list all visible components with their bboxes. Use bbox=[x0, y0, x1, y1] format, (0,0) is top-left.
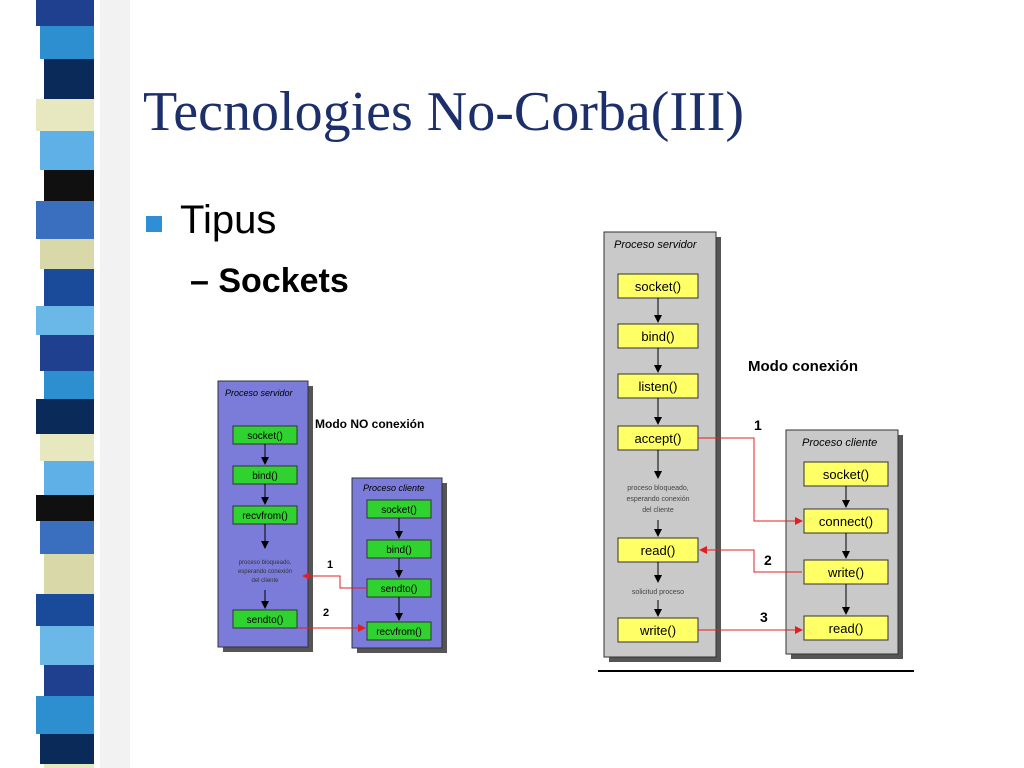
client-step-bind: bind() bbox=[366, 539, 432, 559]
client-step-recvfrom: recvfrom() bbox=[366, 621, 432, 641]
svg-text:bind(): bind() bbox=[386, 545, 412, 556]
mode-heading: Modo NO conexión bbox=[315, 417, 424, 431]
decorative-stripe bbox=[36, 0, 130, 768]
client-step-sendto: sendto() bbox=[366, 578, 432, 598]
svg-text:esperando conexión: esperando conexión bbox=[238, 569, 292, 575]
bullet-sockets: – Sockets bbox=[190, 262, 349, 300]
message-arrows bbox=[297, 572, 367, 632]
svg-text:sendto(): sendto() bbox=[381, 584, 418, 595]
client-step-socket: socket() bbox=[803, 461, 889, 487]
arrow-label-1: 1 bbox=[327, 559, 333, 571]
client-step-socket: socket() bbox=[366, 499, 432, 519]
mode-heading: Modo conexión bbox=[748, 358, 858, 375]
client-label: Proceso cliente bbox=[802, 437, 877, 449]
svg-text:proceso bloqueado,: proceso bloqueado, bbox=[627, 485, 689, 492]
server-step-bind: bind() bbox=[617, 323, 699, 349]
svg-text:del cliente: del cliente bbox=[251, 578, 279, 584]
server-step-read: read() bbox=[617, 537, 699, 563]
svg-text:esperando conexión: esperando conexión bbox=[626, 496, 689, 503]
message-arrows bbox=[698, 437, 803, 634]
server-step-accept: accept() bbox=[617, 425, 699, 451]
diagram-connection: Proceso servidor Proceso cliente Modo co… bbox=[598, 231, 914, 672]
server-step-write: write() bbox=[617, 617, 699, 643]
server-step-sendto: sendto() bbox=[232, 609, 298, 629]
client-step-connect: connect() bbox=[803, 508, 889, 534]
flow-arrows bbox=[654, 298, 850, 617]
client-step-read: read() bbox=[803, 615, 889, 641]
arrow-label-2: 2 bbox=[323, 607, 329, 619]
svg-text:socket(): socket() bbox=[823, 467, 869, 482]
slide-title: Tecnologies No-Corba(III) bbox=[143, 81, 744, 143]
server-step-socket: socket() bbox=[617, 273, 699, 299]
svg-text:write(): write() bbox=[827, 565, 864, 580]
svg-text:bind(): bind() bbox=[252, 471, 278, 482]
svg-text:bind(): bind() bbox=[641, 329, 674, 344]
bullet-tipus: Tipus bbox=[180, 198, 277, 242]
svg-text:socket(): socket() bbox=[635, 279, 681, 294]
flow-arrows bbox=[261, 444, 403, 621]
arrow-label-3: 3 bbox=[760, 609, 768, 625]
svg-text:recvfrom(): recvfrom() bbox=[376, 627, 422, 638]
client-step-write: write() bbox=[803, 559, 889, 585]
svg-text:read(): read() bbox=[641, 543, 676, 558]
client-label: Proceso cliente bbox=[363, 483, 425, 493]
svg-text:del cliente: del cliente bbox=[642, 507, 674, 514]
server-step-socket: socket() bbox=[232, 425, 298, 445]
request-note: solicitud proceso bbox=[632, 589, 684, 596]
svg-text:recvfrom(): recvfrom() bbox=[242, 511, 288, 522]
server-step-bind: bind() bbox=[232, 465, 298, 485]
server-label: Proceso servidor bbox=[614, 239, 698, 251]
svg-text:socket(): socket() bbox=[381, 505, 417, 516]
arrow-label-1: 1 bbox=[754, 417, 762, 433]
svg-text:sendto(): sendto() bbox=[247, 615, 284, 626]
svg-text:read(): read() bbox=[829, 621, 864, 636]
server-label: Proceso servidor bbox=[225, 388, 294, 398]
server-step-listen: listen() bbox=[617, 373, 699, 399]
diagram-connectionless: Proceso servidor Proceso cliente Modo NO… bbox=[217, 380, 447, 653]
svg-text:proceso bloqueado,: proceso bloqueado, bbox=[239, 560, 292, 566]
arrow-label-2: 2 bbox=[764, 552, 772, 568]
svg-text:write(): write() bbox=[639, 623, 676, 638]
svg-text:accept(): accept() bbox=[635, 431, 682, 446]
server-wait-note: proceso bloqueado, esperando conexión de… bbox=[238, 560, 292, 584]
server-wait-note: proceso bloqueado, esperando conexión de… bbox=[626, 485, 689, 514]
server-step-recvfrom: recvfrom() bbox=[232, 505, 298, 525]
svg-text:socket(): socket() bbox=[247, 431, 283, 442]
bullet-square-icon bbox=[146, 216, 162, 232]
svg-text:listen(): listen() bbox=[638, 379, 677, 394]
svg-text:connect(): connect() bbox=[819, 514, 873, 529]
